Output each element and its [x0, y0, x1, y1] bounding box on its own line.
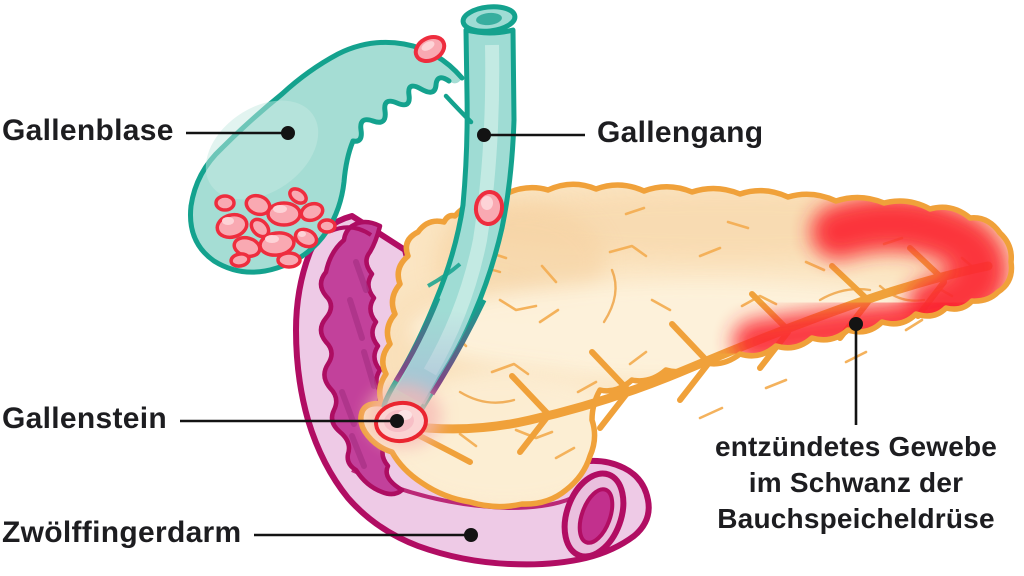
impacted-gallstone-papilla	[366, 384, 442, 448]
cystic-duct-junction-line	[443, 93, 474, 125]
duct-fold-line	[427, 262, 462, 288]
dot-gallengang	[477, 128, 491, 142]
duodenum-mucosa-streaks	[339, 259, 377, 469]
gallbladder-highlight	[205, 100, 319, 200]
gallstone-highlights	[222, 205, 306, 243]
duodenum-inner-mucosa	[318, 219, 405, 497]
label-zwoelffingerdarm: Zwölffingerdarm	[2, 516, 242, 549]
duct-stones	[413, 35, 505, 226]
label-gallenstein: Gallenstein	[2, 402, 168, 435]
dot-gallenstein	[390, 414, 404, 428]
gallbladder-outline	[187, 39, 465, 275]
label-inflamed-line1: entzündetes Gewebe	[714, 431, 998, 462]
duct-edge-fade-left	[393, 297, 441, 383]
hepatic-duct-lumen	[476, 12, 502, 26]
label-inflamed-line3: Bauchspeicheldrüse	[717, 503, 995, 534]
dot-inflamed	[849, 317, 863, 331]
dot-zwoelffingerdarm	[464, 528, 478, 542]
pancreas-outline	[358, 181, 1015, 510]
label-inflamed-tissue: entzündetes Gewebe im Schwanz der Bauchs…	[640, 429, 1024, 537]
dot-gallenblase	[281, 126, 295, 140]
duct-edge-fade-right	[429, 298, 487, 396]
stone-highlight	[481, 196, 493, 210]
label-inflamed-line2: im Schwanz der	[748, 467, 964, 498]
label-gallenblase: Gallenblase	[2, 114, 174, 147]
stone-highlight	[421, 41, 435, 51]
duodenum-open-end-lumen	[577, 487, 615, 545]
label-connectors	[180, 126, 863, 542]
label-gallengang: Gallengang	[597, 116, 764, 149]
gallstones-cluster	[214, 187, 337, 269]
